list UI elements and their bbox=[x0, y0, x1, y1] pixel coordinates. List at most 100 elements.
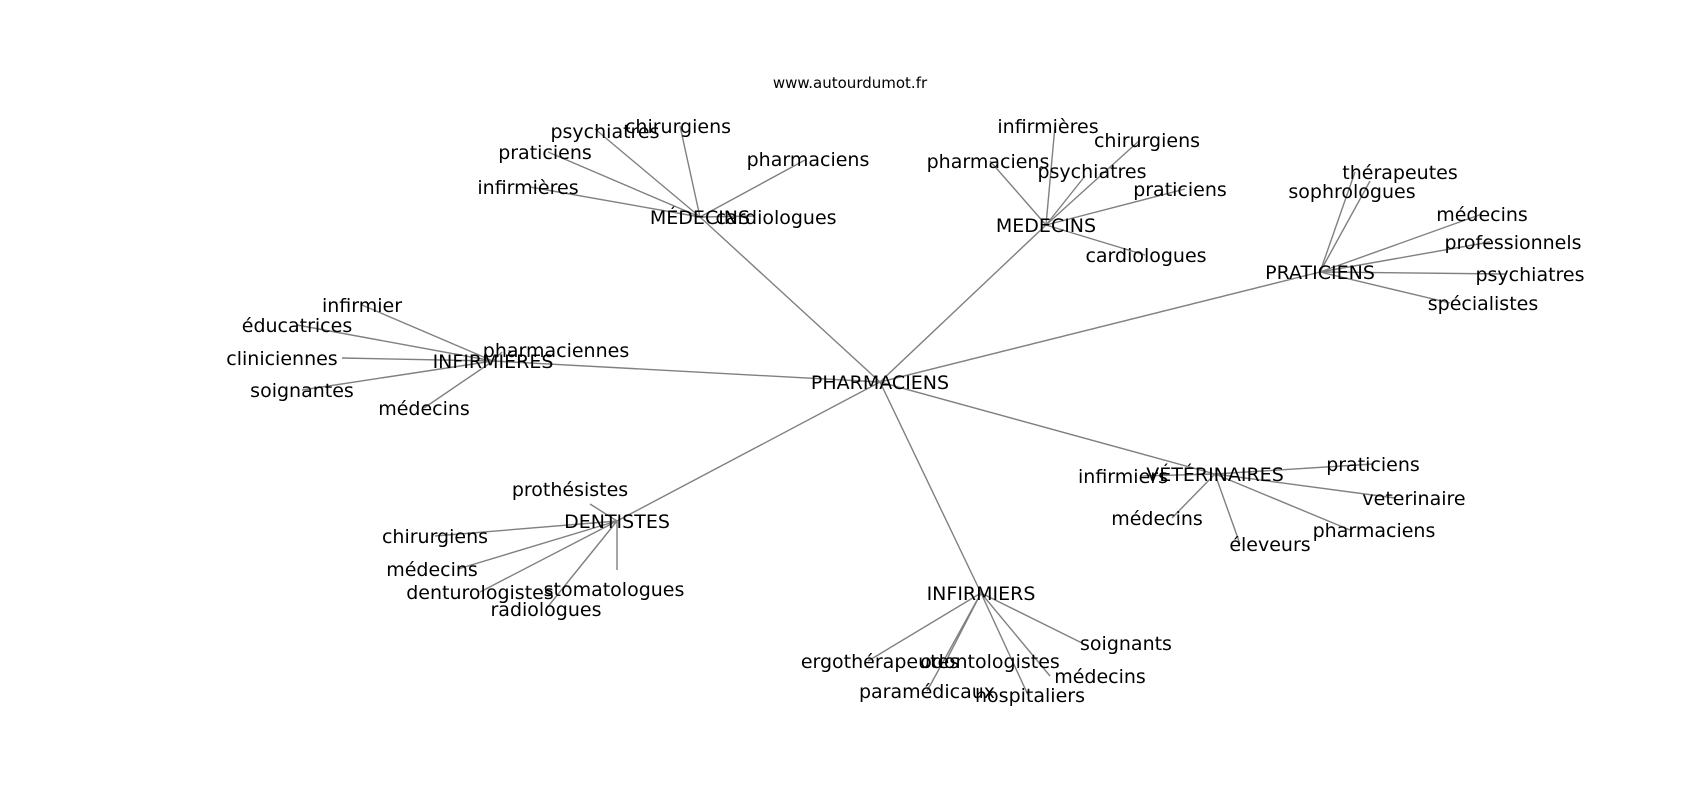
edge-h2-leaf-5 bbox=[1045, 224, 1146, 256]
edge-h2-leaf-3 bbox=[1045, 175, 1086, 226]
leaf-node-h2-0[interactable]: infirmières bbox=[997, 116, 1098, 138]
edge-h2-leaf-2 bbox=[989, 160, 1047, 226]
edge-center-h7 bbox=[879, 381, 982, 594]
edge-h6-leaf-0 bbox=[589, 503, 618, 522]
edge-h1-leaf-1 bbox=[679, 125, 701, 218]
hub-node-h5[interactable]: VÉTÉRINAIRES bbox=[1146, 463, 1284, 486]
leaf-node-h5-1[interactable]: praticiens bbox=[1326, 454, 1420, 476]
leaf-node-h3-5[interactable]: spécialistes bbox=[1428, 293, 1539, 315]
edge-h7-leaf-5 bbox=[980, 592, 1029, 696]
edge-h4-leaf-0 bbox=[361, 304, 494, 362]
edge-h4-leaf-1 bbox=[296, 324, 494, 362]
edge-h7-leaf-0 bbox=[980, 592, 1083, 644]
edge-h1-leaf-3 bbox=[529, 186, 701, 218]
edge-h2-leaf-0 bbox=[1045, 125, 1056, 226]
edge-h5-leaf-2 bbox=[1214, 473, 1396, 499]
leaf-node-h7-1[interactable]: ergothérapeutes bbox=[801, 651, 959, 673]
leaf-node-h3-1[interactable]: sophrologues bbox=[1288, 181, 1415, 203]
leaf-node-h4-2[interactable]: cliniciennes bbox=[226, 348, 337, 370]
edge-h6-leaf-3 bbox=[479, 520, 618, 593]
edge-center-h4 bbox=[492, 360, 881, 383]
hub-node-h4[interactable]: INFIRMIÈRES bbox=[433, 350, 554, 373]
edge-h3-leaf-2 bbox=[1319, 213, 1483, 273]
leaf-node-h7-2[interactable]: odontologistes bbox=[920, 651, 1060, 673]
edge-h7-leaf-4 bbox=[926, 592, 982, 692]
leaf-node-h1-5[interactable]: cardiologues bbox=[715, 207, 836, 229]
leaf-node-h7-5[interactable]: hospitaliers bbox=[975, 685, 1085, 707]
edge-center-h6 bbox=[616, 381, 881, 522]
edge-h1-leaf-4 bbox=[699, 159, 806, 218]
leaf-node-h1-0[interactable]: psychiatres bbox=[550, 121, 659, 143]
leaf-node-h4-4[interactable]: médecins bbox=[378, 398, 470, 420]
edge-h5-leaf-5 bbox=[1214, 473, 1241, 545]
leaf-node-h6-3[interactable]: denturologistes bbox=[406, 582, 553, 604]
leaf-node-h3-2[interactable]: médecins bbox=[1436, 204, 1528, 226]
edge-h5-leaf-3 bbox=[1171, 473, 1216, 519]
edge-h6-leaf-2 bbox=[457, 520, 618, 570]
leaf-node-h4-5[interactable]: pharmaciennes bbox=[483, 340, 629, 362]
edge-h5-leaf-4 bbox=[1214, 473, 1351, 531]
leaf-node-h5-3[interactable]: médecins bbox=[1111, 508, 1203, 530]
edge-h1-leaf-5 bbox=[699, 215, 756, 218]
leaf-node-h2-2[interactable]: pharmaciens bbox=[927, 151, 1050, 173]
edge-h3-leaf-0 bbox=[1319, 171, 1356, 273]
edge-center-h5 bbox=[879, 381, 1216, 475]
site-watermark: www.autourdumot.fr bbox=[773, 74, 928, 92]
edge-h7-leaf-3 bbox=[980, 592, 1051, 677]
edge-h7-leaf-1 bbox=[867, 592, 982, 662]
edge-center-h3 bbox=[879, 271, 1321, 383]
leaf-node-h5-5[interactable]: éleveurs bbox=[1229, 534, 1310, 556]
leaf-node-h1-1[interactable]: chirurgiens bbox=[625, 116, 731, 138]
leaf-node-h3-4[interactable]: psychiatres bbox=[1475, 264, 1584, 286]
edge-h6-leaf-5 bbox=[545, 520, 618, 610]
hub-node-h7[interactable]: INFIRMIERS bbox=[927, 583, 1036, 605]
edge-h3-leaf-3 bbox=[1319, 241, 1491, 273]
leaf-node-h6-0[interactable]: prothésistes bbox=[512, 479, 628, 501]
hub-node-h2[interactable]: MEDECINS bbox=[996, 215, 1096, 237]
leaf-node-h7-0[interactable]: soignants bbox=[1080, 633, 1172, 655]
edge-h1-leaf-0 bbox=[594, 128, 701, 218]
leaf-node-h5-0[interactable]: infirmiers bbox=[1078, 466, 1168, 488]
edge-h6-leaf-1 bbox=[434, 520, 618, 537]
edge-h4-leaf-3 bbox=[301, 360, 494, 391]
leaf-node-h1-4[interactable]: pharmaciens bbox=[747, 149, 870, 171]
leaf-node-h2-1[interactable]: chirurgiens bbox=[1094, 130, 1200, 152]
edge-h3-leaf-4 bbox=[1319, 271, 1506, 275]
edge-center-h1 bbox=[699, 216, 881, 383]
edge-h4-leaf-5 bbox=[492, 351, 503, 362]
leaf-node-h3-3[interactable]: professionnels bbox=[1444, 232, 1581, 254]
edge-h1-leaf-2 bbox=[547, 151, 701, 218]
leaf-node-h6-1[interactable]: chirurgiens bbox=[382, 526, 488, 548]
edge-h3-leaf-5 bbox=[1319, 271, 1451, 304]
leaf-node-h4-3[interactable]: soignantes bbox=[250, 380, 354, 402]
edge-h4-leaf-4 bbox=[423, 360, 494, 409]
leaf-node-h6-4[interactable]: stomatologues bbox=[544, 579, 685, 601]
leaf-node-h1-3[interactable]: infirmières bbox=[477, 177, 578, 199]
hub-node-h3[interactable]: PRATICIENS bbox=[1265, 262, 1375, 284]
leaf-node-h1-2[interactable]: praticiens bbox=[498, 142, 592, 164]
edge-center-h2 bbox=[879, 224, 1047, 383]
leaf-node-h5-2[interactable]: veterinaire bbox=[1362, 488, 1465, 510]
edge-h2-leaf-4 bbox=[1045, 188, 1186, 226]
leaf-node-h2-4[interactable]: praticiens bbox=[1133, 179, 1227, 201]
hub-node-h6[interactable]: DENTISTES bbox=[564, 511, 670, 533]
leaf-node-h7-3[interactable]: médecins bbox=[1054, 666, 1146, 688]
leaf-node-h2-5[interactable]: cardiologues bbox=[1085, 245, 1206, 267]
edge-h2-leaf-1 bbox=[1045, 139, 1141, 226]
leaf-node-h2-3[interactable]: psychiatres bbox=[1037, 161, 1146, 183]
labels-layer: www.autourdumot.fr PHARMACIENS MÉDECINS ps… bbox=[226, 74, 1584, 707]
leaf-node-h3-0[interactable]: thérapeutes bbox=[1342, 162, 1457, 184]
edge-h4-leaf-2 bbox=[341, 357, 494, 362]
leaf-node-h6-5[interactable]: radiologues bbox=[490, 599, 601, 621]
leaf-node-h7-4[interactable]: paramédicaux bbox=[859, 681, 995, 703]
edge-h5-leaf-0 bbox=[1139, 473, 1216, 477]
hub-node-h1[interactable]: MÉDECINS bbox=[650, 206, 750, 229]
leaf-node-h4-0[interactable]: infirmier bbox=[322, 295, 402, 317]
leaf-node-h6-2[interactable]: médecins bbox=[386, 559, 478, 581]
edge-h5-leaf-1 bbox=[1214, 463, 1374, 475]
edges-layer bbox=[296, 125, 1506, 696]
leaf-node-h4-1[interactable]: éducatrices bbox=[242, 315, 352, 337]
leaf-node-h5-4[interactable]: pharmaciens bbox=[1313, 520, 1436, 542]
center-node[interactable]: PHARMACIENS bbox=[811, 372, 949, 394]
